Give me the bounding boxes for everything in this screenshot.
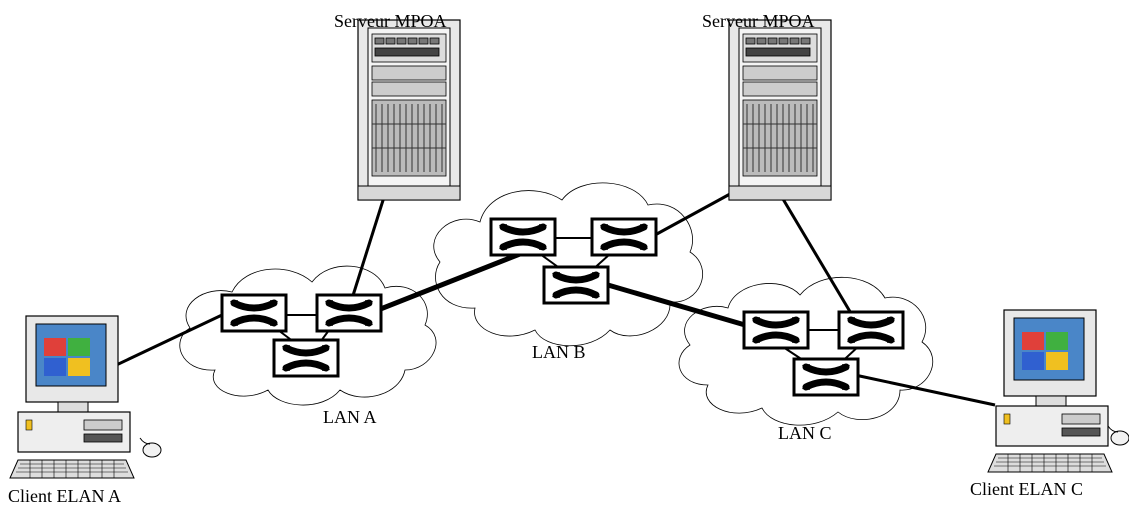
cloud-lan-a [179, 265, 437, 406]
switch-lan-a-3 [274, 340, 338, 376]
mouse-icon [1110, 430, 1129, 446]
cloud-lan-c [678, 276, 934, 426]
switch-lan-b-1 [491, 219, 555, 255]
switch-lan-b-3 [544, 267, 608, 303]
mpoa-server-right [728, 19, 832, 201]
switch-lan-c-1 [744, 312, 808, 348]
lan-c-label: LAN C [778, 423, 832, 443]
mpoa-server-left [357, 19, 461, 201]
client-pc-c [987, 309, 1113, 473]
switch-lan-b-2 [592, 219, 656, 255]
server-right-label: Serveur MPOA [702, 11, 815, 31]
client-a-label: Client ELAN A [8, 486, 121, 506]
switch-lan-c-3 [794, 359, 858, 395]
switch-lan-a-2 [317, 295, 381, 331]
server-left-label: Serveur MPOA [334, 11, 447, 31]
switch-lan-a-1 [222, 295, 286, 331]
client-pc-a [9, 315, 135, 479]
cloud-lan-b [433, 182, 703, 347]
lan-b-label: LAN B [532, 342, 586, 362]
switch-lan-c-2 [839, 312, 903, 348]
lan-a-label: LAN A [323, 407, 377, 427]
client-c-label: Client ELAN C [970, 479, 1083, 499]
mouse-icon [142, 442, 162, 458]
